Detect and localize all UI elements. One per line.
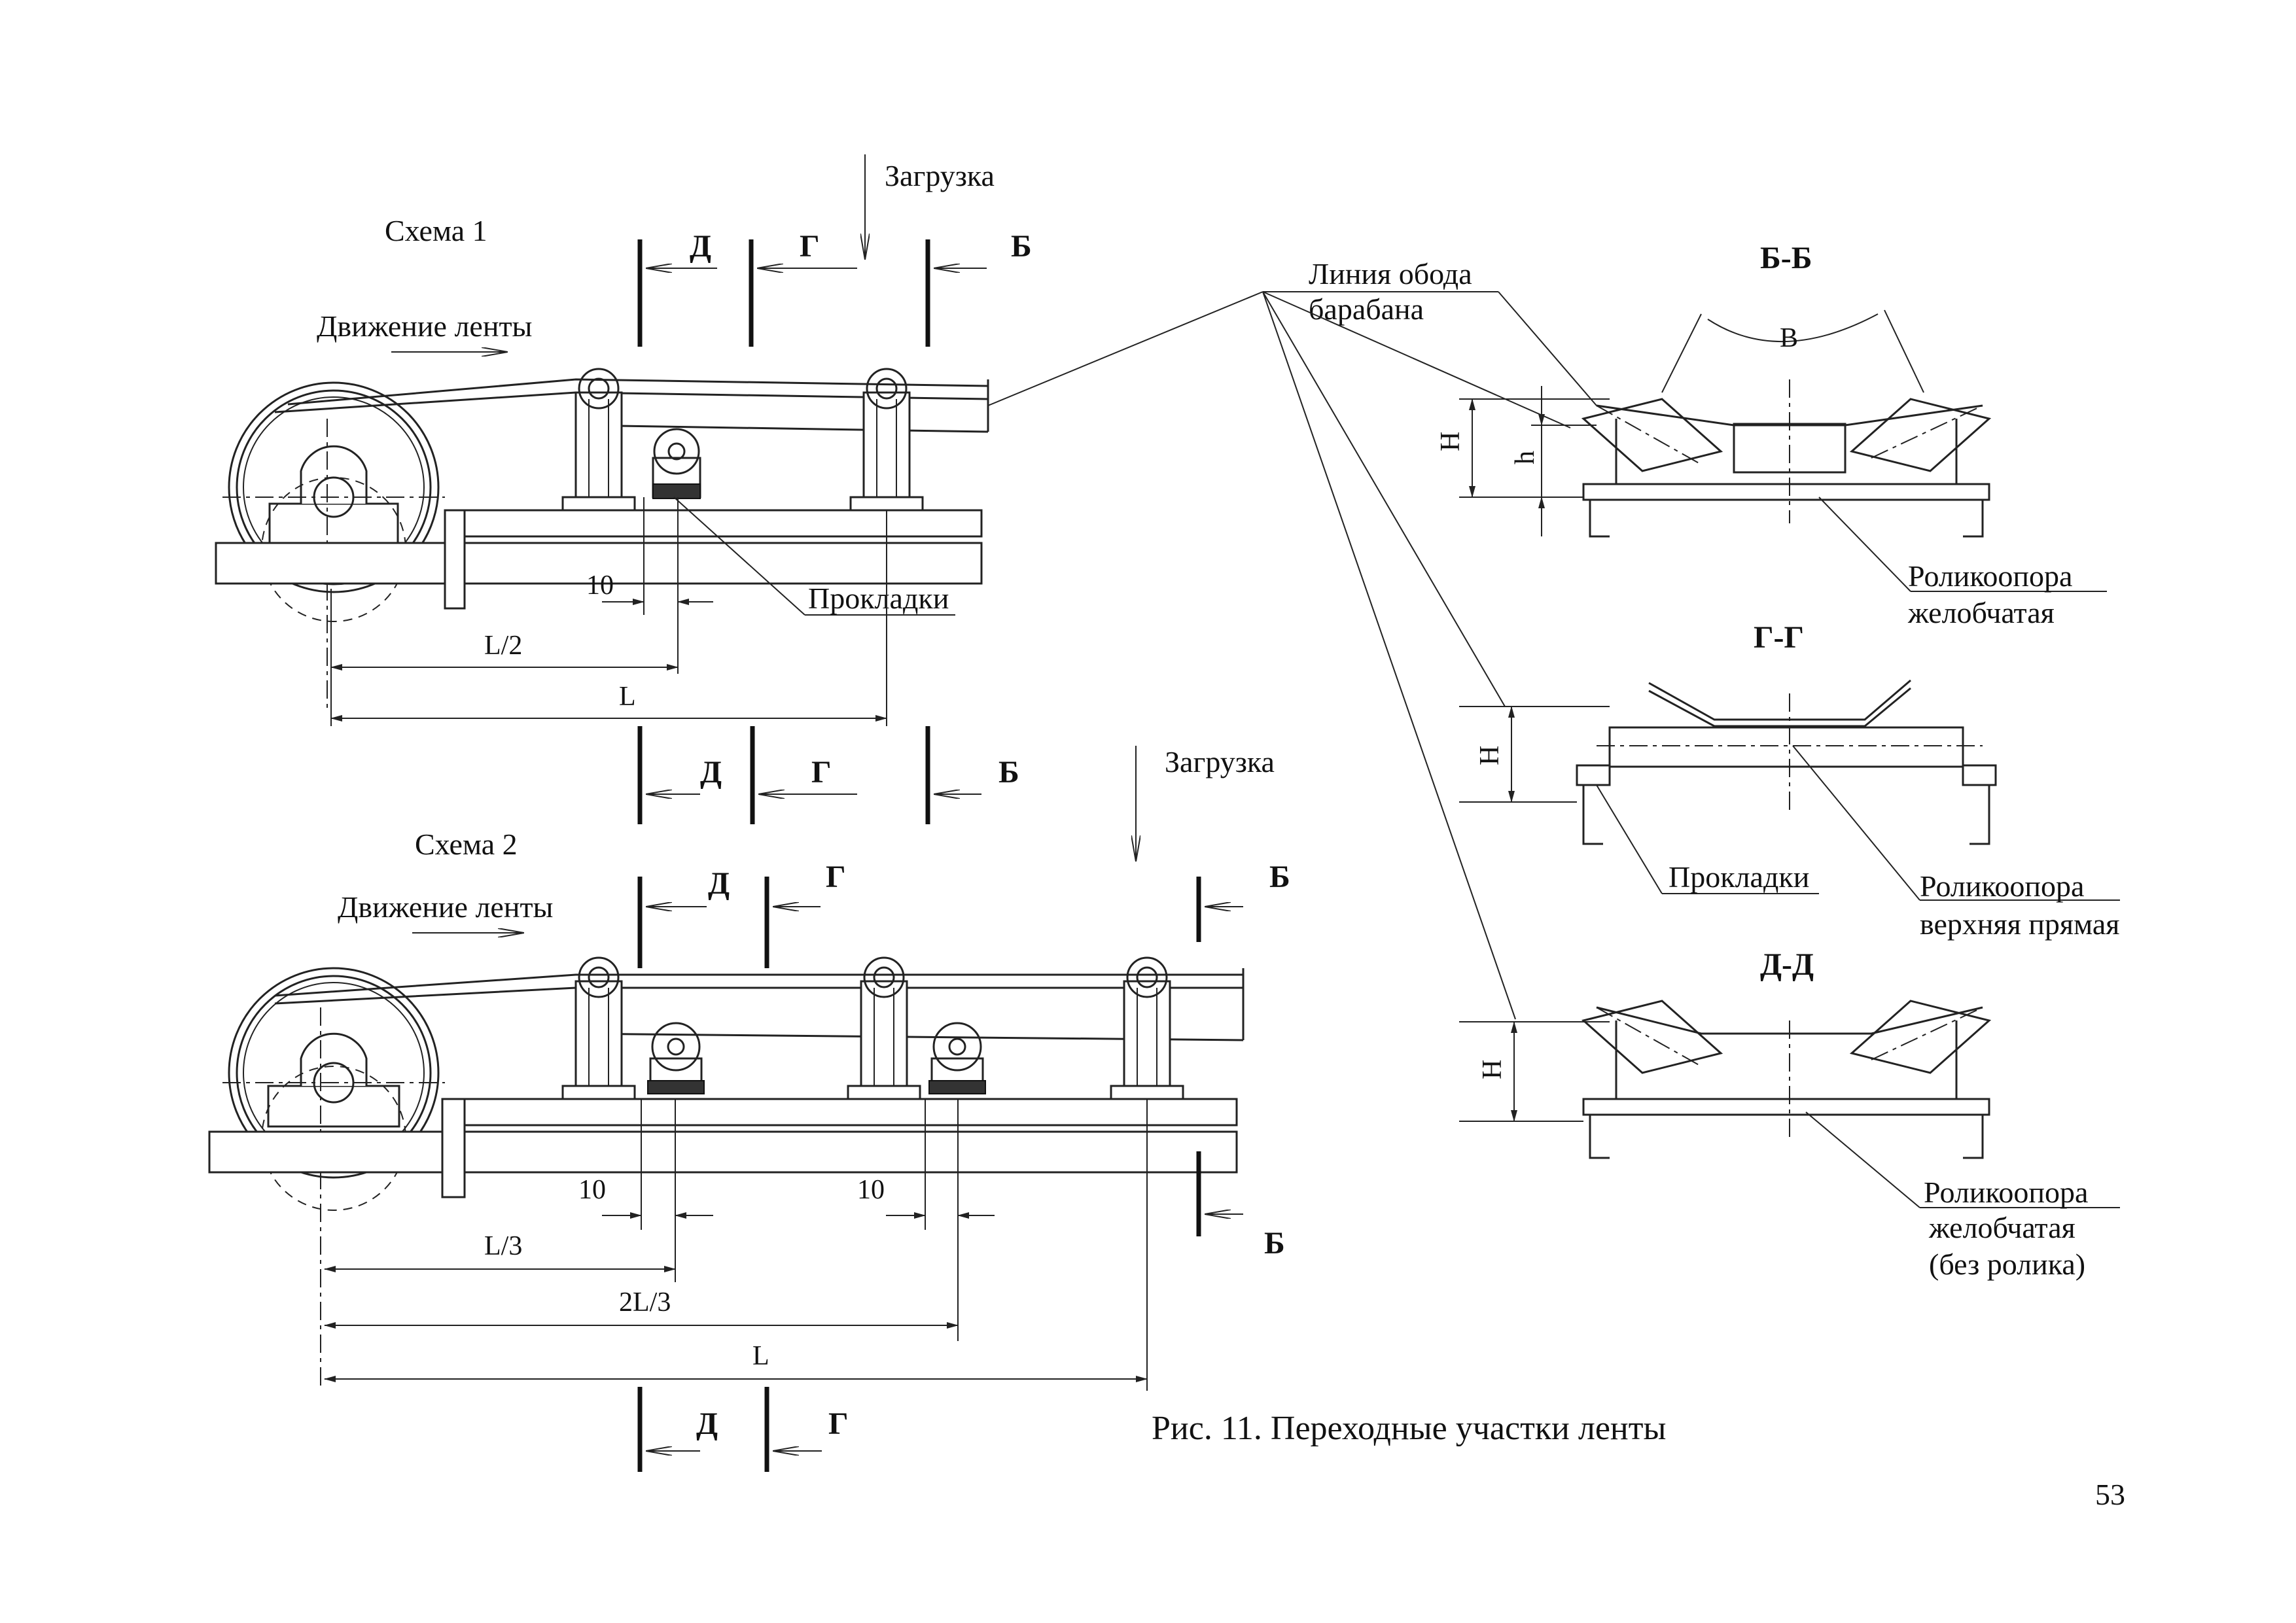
drum-rim-label-line2: барабана — [1309, 292, 1424, 326]
page-number: 53 — [2095, 1478, 2125, 1511]
spacers-leader — [673, 497, 805, 616]
scheme-2-title: Схема 2 — [415, 828, 518, 861]
dim-half-length: L/2 — [484, 631, 522, 661]
scheme-1-section-markers-bottom: Д Г Б — [637, 726, 1019, 824]
drum-rim-label-line1: Линия обода — [1309, 257, 1472, 290]
scheme-1-idler-1 — [561, 368, 636, 512]
section-mark-g: Г — [826, 860, 846, 894]
scheme-1-belt-motion-label: Движение ленты — [317, 309, 532, 343]
scheme-2-idler-3 — [1110, 956, 1184, 1100]
dim-full-length: L — [752, 1341, 769, 1371]
scheme-2-section-b-bottom: Б — [1196, 1151, 1285, 1261]
scheme-1-drum — [222, 381, 445, 713]
scheme-2-lower-roller-2 — [928, 1022, 986, 1094]
section-mark-d: Д — [708, 866, 730, 901]
height-h-label: h — [1510, 451, 1540, 464]
scheme-1-section-markers-top: Д Г Б — [637, 229, 1032, 347]
section-mark-g: Г — [811, 755, 832, 790]
spacers-label: Прокладки — [1669, 860, 1809, 894]
scheme-2-belt-top — [274, 973, 1243, 997]
figure-caption: Рис. 11. Переходные участки ленты — [1152, 1410, 1666, 1447]
scheme-2-idler-1 — [561, 956, 636, 1100]
dim-full-length: L — [619, 682, 636, 712]
height-H-label: Н — [1436, 432, 1466, 451]
section-mark-b: Б — [998, 755, 1019, 790]
section-bb-title: Б-Б — [1760, 241, 1812, 275]
section-gg-note-line1: Роликоопора — [1920, 869, 2084, 903]
belt-width-label: В — [1780, 323, 1798, 353]
scheme-1-idler-2 — [849, 368, 924, 512]
scheme-1-lower-roller — [652, 428, 701, 499]
scheme-2-dimensions: 10 10 L/3 2L/3 L — [324, 1099, 1148, 1391]
section-mark-b: Б — [1269, 860, 1290, 894]
section-dd-note-line1: Роликоопора — [1924, 1176, 2088, 1209]
spacers-label: Прокладки — [808, 582, 949, 615]
dim-offset-10: 10 — [586, 570, 614, 601]
section-mark-d: Д — [690, 229, 711, 264]
scheme-1: Схема 1 Движение ленты Загрузка Д Г Б — [215, 154, 1032, 824]
scheme-2-section-markers-top: Д Г Б — [637, 860, 1290, 968]
section-dd: Д-Д Н Роликоопора желобчатая (без ролика… — [1459, 947, 2120, 1281]
height-H-label: Н — [1477, 1060, 1508, 1079]
scheme-2-loading-label: Загрузка — [1165, 745, 1275, 778]
dim-two-thirds: 2L/3 — [619, 1287, 671, 1318]
section-dd-note-line2: желобчатая — [1928, 1211, 2075, 1244]
scheme-2-idler-2 — [847, 956, 921, 1100]
section-bb-note-line1: Роликоопора — [1908, 559, 2072, 593]
height-H-label: Н — [1475, 746, 1505, 765]
scheme-2-section-markers-bottom: Д Г — [637, 1387, 849, 1472]
scheme-1-loading-label: Загрузка — [885, 159, 995, 192]
section-mark-g: Г — [800, 229, 820, 264]
dim-one-third: L/3 — [484, 1231, 522, 1261]
scheme-2-lower-roller-1 — [647, 1022, 705, 1094]
section-mark-b: Б — [1264, 1226, 1285, 1261]
scheme-1-frame — [215, 509, 983, 610]
scheme-1-title: Схема 1 — [385, 214, 487, 247]
scheme-2-belt-motion-label: Движение ленты — [338, 890, 553, 924]
scheme-1-belt-top — [287, 378, 989, 406]
section-mark-d: Д — [700, 755, 722, 790]
section-mark-d: Д — [696, 1406, 718, 1441]
scheme-2-frame — [208, 1098, 1238, 1198]
section-mark-g: Г — [828, 1406, 849, 1441]
section-dd-title: Д-Д — [1760, 947, 1814, 982]
section-dd-note-line3: (без ролика) — [1929, 1248, 2085, 1281]
section-gg: Г-Г Н Прокладки Роликоопора верхняя прям… — [1459, 620, 2120, 941]
dim-offset-10-second: 10 — [857, 1175, 885, 1205]
dim-offset-10-first: 10 — [578, 1175, 606, 1205]
section-mark-b: Б — [1011, 229, 1032, 264]
scheme-2: Схема 2 Движение ленты Загрузка Д Г Б — [208, 745, 1290, 1472]
section-gg-title: Г-Г — [1754, 620, 1804, 655]
section-gg-note-line2: верхняя прямая — [1920, 907, 2119, 941]
section-bb: Б-Б В Н h Роликоопора желобчатая — [1436, 241, 2107, 629]
scheme-2-drum — [222, 967, 445, 1387]
scheme-1-dimensions: 10 L/2 L — [330, 497, 887, 726]
section-bb-note-line2: желобчатая — [1907, 596, 2055, 629]
drum-rim-line-callout: Линия обода барабана — [987, 257, 1597, 1020]
